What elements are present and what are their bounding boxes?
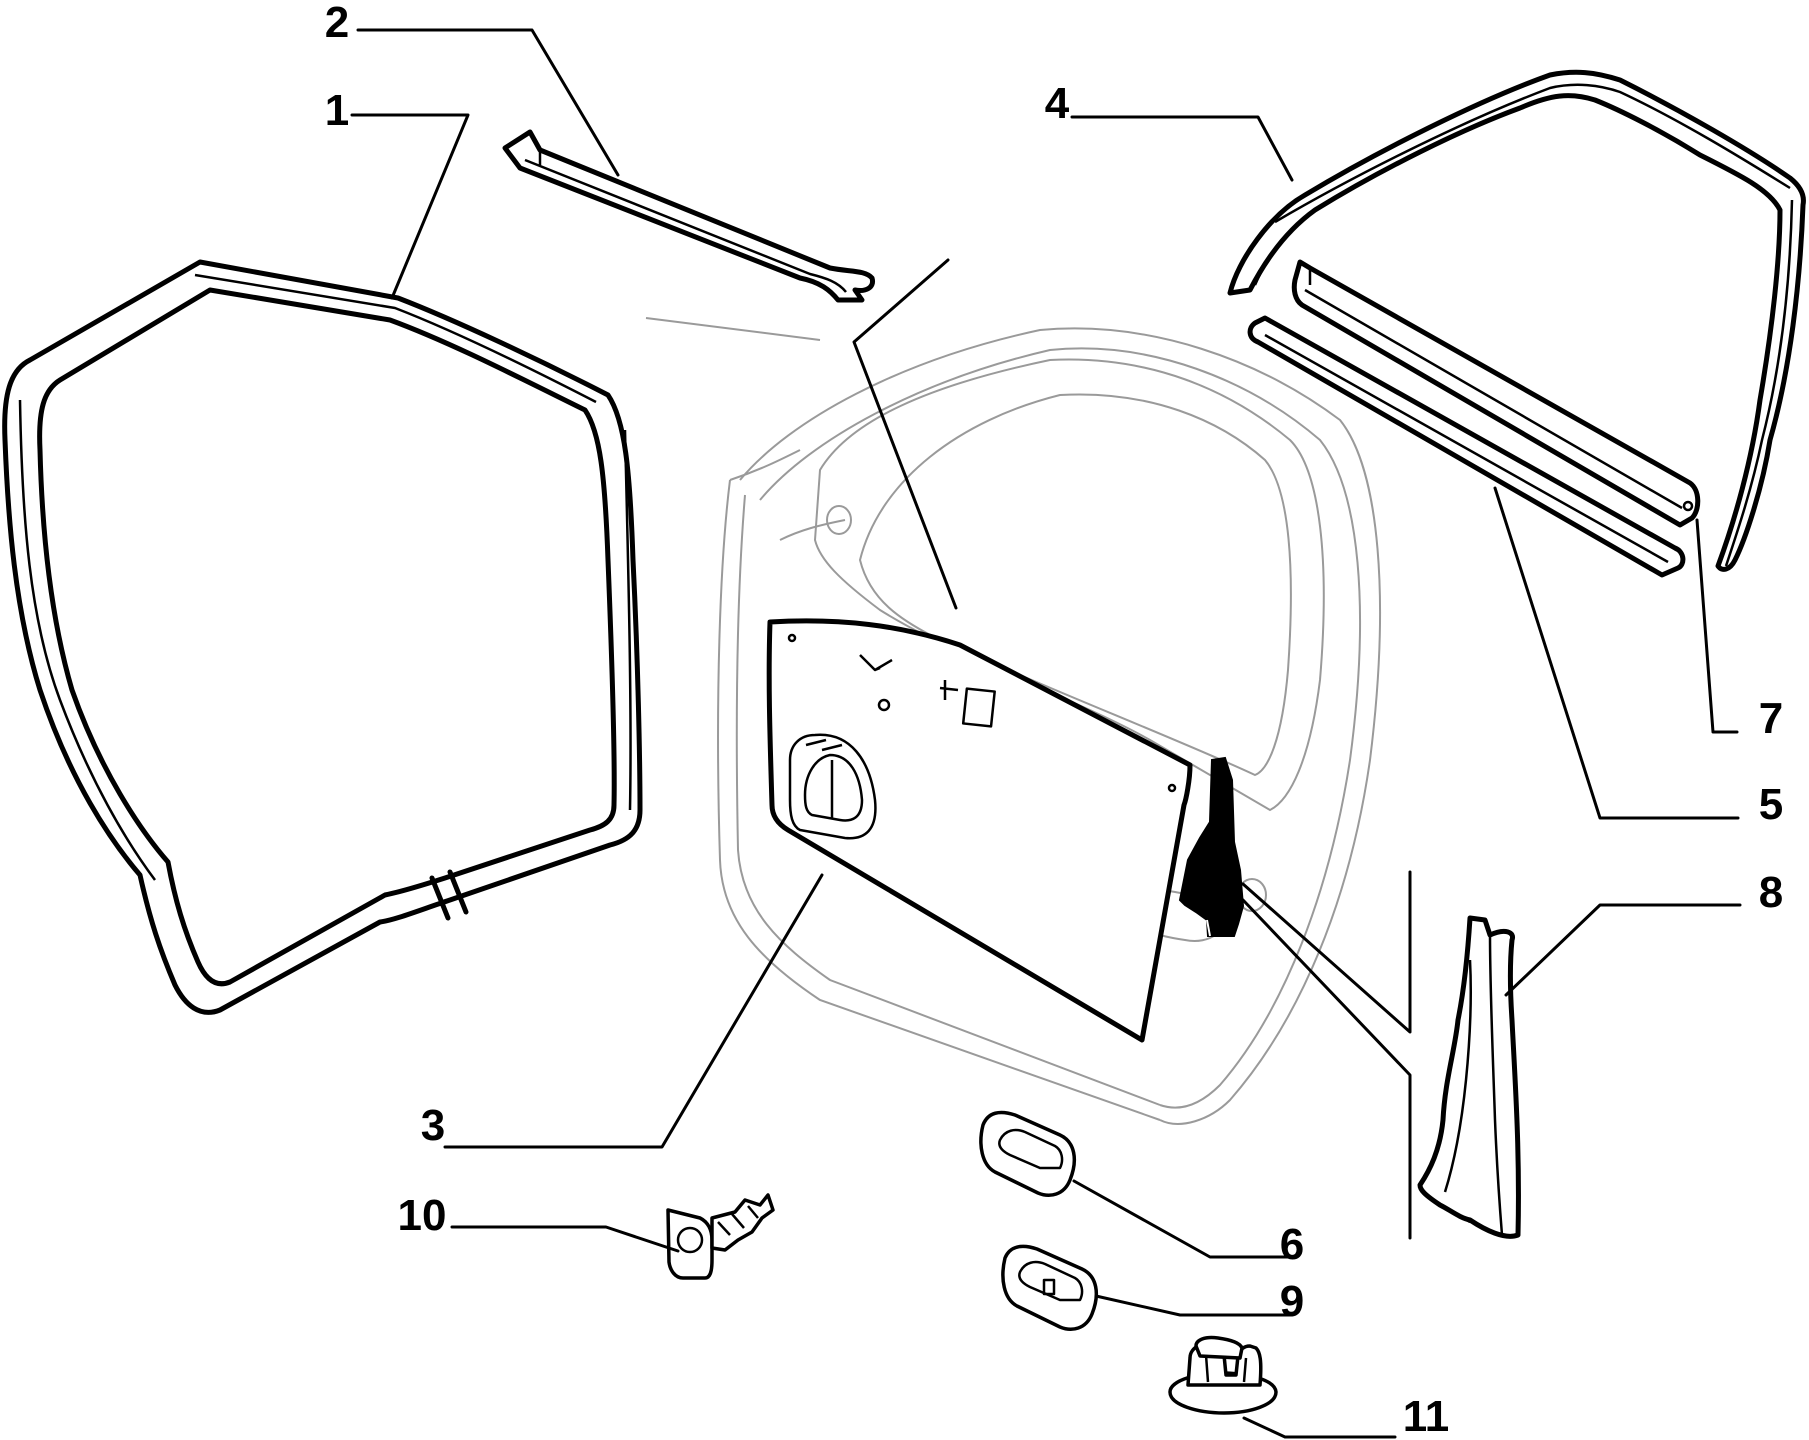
part-3-trim-panel (766, 618, 1193, 1043)
callout-5: 5 (1759, 780, 1783, 829)
leader-c (1241, 898, 1412, 1240)
part-8-rear-trim (1417, 915, 1521, 1239)
leader-4 (1070, 115, 1294, 182)
callout-11: 11 (1403, 1392, 1450, 1440)
leader-10 (450, 1225, 680, 1253)
leader-5 (1493, 486, 1740, 820)
leader-8 (1504, 903, 1742, 997)
part-4-window-run (1227, 69, 1806, 572)
pillar-insert (1178, 756, 1245, 937)
part-9-plug (1001, 1244, 1099, 1331)
callout-6: 6 (1280, 1220, 1304, 1269)
part-2-upper-channel (502, 129, 876, 303)
leader-6 (1072, 1179, 1295, 1259)
leader-2 (356, 28, 620, 177)
part-10-screw (666, 1193, 775, 1280)
leader-a (852, 258, 958, 610)
part-11-push-clip (1168, 1335, 1278, 1415)
callout-1: 1 (325, 86, 349, 135)
part-6-plug (979, 1110, 1077, 1197)
callout-9: 9 (1280, 1277, 1304, 1326)
leader-9 (1094, 1294, 1294, 1317)
leader-11 (1242, 1416, 1397, 1439)
leader-7 (1695, 518, 1739, 734)
callout-3: 3 (421, 1101, 445, 1150)
leader-lines (350, 28, 1742, 1439)
callout-8: 8 (1759, 868, 1783, 917)
callouts: 1 2 3 4 5 6 7 8 9 10 11 (325, 0, 1783, 1440)
leader-b (1241, 870, 1412, 1034)
part-7-outer-belt-strip (1291, 259, 1701, 528)
part-5-inner-belt-strip (1247, 315, 1686, 578)
callout-7: 7 (1759, 694, 1783, 743)
callout-10: 10 (398, 1191, 447, 1240)
callout-4: 4 (1045, 79, 1070, 128)
callout-2: 2 (325, 0, 349, 47)
leader-3 (443, 873, 824, 1149)
leader-1 (350, 113, 470, 300)
part-1-door-seal (2, 259, 643, 1015)
